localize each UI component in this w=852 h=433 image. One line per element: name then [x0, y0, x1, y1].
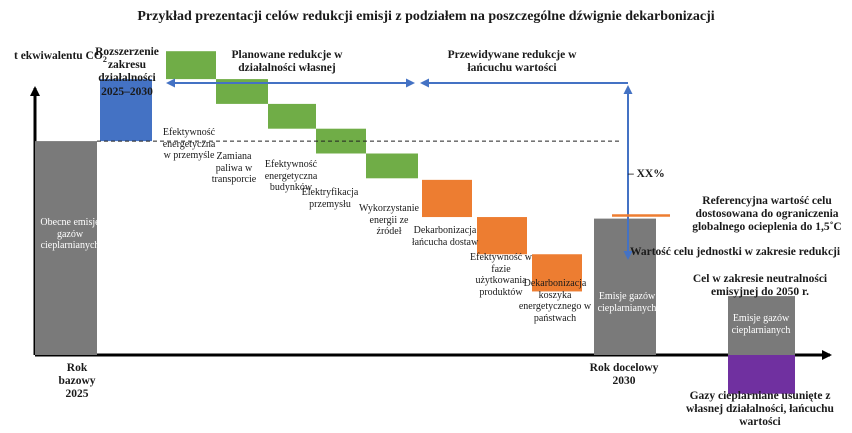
target-bar-text: Emisje gazów cieplarnianych: [597, 291, 657, 314]
header-expected: Przewidywane redukcje w łańcuchu wartośc…: [447, 49, 577, 75]
lever-label-2: Zamiana paliwa w transporcie: [211, 151, 257, 185]
page-title: Przykład prezentacji celów redukcji emis…: [137, 9, 715, 24]
bar-total-0: [35, 141, 97, 355]
lever-label-5: Wykorzystanie energii ze źródeł: [359, 203, 419, 237]
guides: [97, 78, 670, 260]
bar-decrease-7: [422, 179, 472, 218]
y-axis-label: t ekwiwalentu CO2: [14, 50, 107, 64]
bar-total-11: [728, 296, 795, 355]
bar-decrease-9: [532, 254, 582, 292]
lever-label-4: Elektryfikacja przemysłu: [301, 187, 359, 210]
bar-removal-12: [728, 355, 795, 394]
neutral-bar-text: Emisje gazów cieplarnianych: [731, 313, 791, 336]
lever-label-1: Efektywność energetyczna w przemyśle: [162, 127, 216, 161]
header-planned: Planowane redukcje w działalności własne…: [231, 49, 343, 75]
annotation-neutrality: Cel w zakresie neutralności emisyjnej do…: [692, 273, 828, 299]
x-label-target: Rok docelowy 2030: [589, 362, 659, 388]
lever-label-8: Dekarbonizacja koszyka energetycznego w …: [518, 278, 592, 324]
base-bar-text: Obecne emisje gazów cieplarnianych: [40, 217, 100, 251]
bar-decrease-4: [268, 103, 316, 129]
lever-label-7: Efektywność w fazie użytkowania produktó…: [470, 252, 532, 298]
reduction-label: – XX%: [628, 168, 665, 180]
bar-decrease-6: [366, 153, 418, 179]
bar-increase-1: [100, 79, 152, 142]
x-label-base: Rok bazowy 2025: [58, 362, 96, 401]
lever-label-6: Dekarbonizacja łańcucha dostaw: [411, 225, 479, 248]
annotation-removals: Gazy cieplarniane usunięte z własnej dzi…: [686, 390, 834, 429]
annotation-reference: Referencyjna wartość celu dostosowana do…: [692, 195, 842, 234]
lever-label-3: Efektywność energetyczna budynków: [264, 159, 318, 193]
bar-decrease-2: [166, 51, 216, 80]
annotation-unit-target: Wartość celu jednostki w zakresie redukc…: [630, 246, 841, 258]
bar-decrease-8: [477, 217, 527, 255]
bar-total-10: [594, 218, 656, 355]
header-expansion: Rozszerzenie zakresu działalności 2025–2…: [95, 46, 159, 98]
